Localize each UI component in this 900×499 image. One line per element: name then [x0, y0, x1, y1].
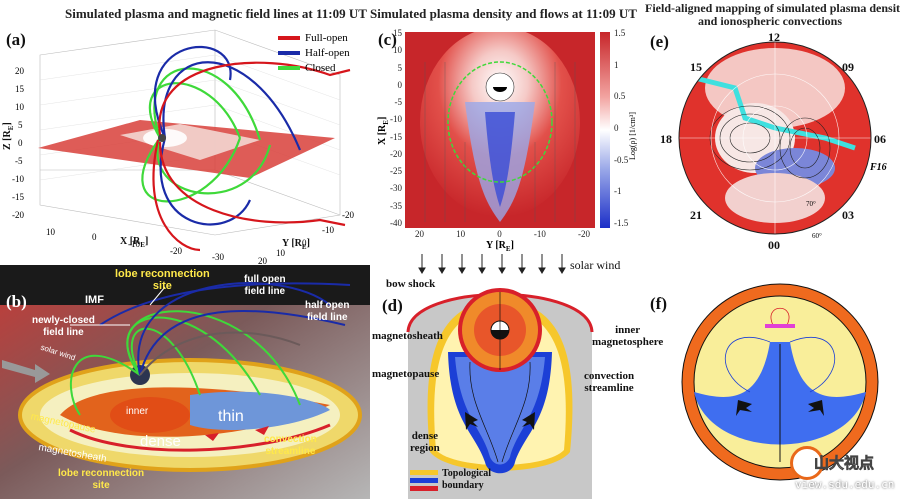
- eye-logo-icon: [790, 446, 824, 480]
- panel-e-label: (e): [650, 32, 669, 51]
- magnetosheath-label-d: magnetosheath: [372, 330, 443, 342]
- lat-70-label: 70°: [806, 200, 816, 208]
- hour-21: 21: [690, 208, 702, 222]
- panel-c-density-map: [405, 32, 595, 228]
- panel-b-label: (b): [6, 292, 27, 311]
- y-tick: 20: [258, 256, 268, 265]
- panel-a-legend: Full-open Half-open Closed: [278, 32, 350, 74]
- x-tick: -30: [212, 252, 224, 262]
- z-tick: -15: [12, 192, 24, 202]
- panel-a-z-label: Z [RE]: [2, 122, 15, 150]
- lat-60-label: 60°: [812, 232, 822, 240]
- panel-b-illustration: [0, 265, 370, 499]
- y-tick: 0: [302, 238, 307, 248]
- legend-closed: Closed: [278, 62, 350, 74]
- legend-boundary: boundary: [442, 480, 484, 491]
- hour-12: 12: [768, 30, 780, 44]
- panel-f-schematic: [681, 283, 879, 481]
- panel-d-label: (d): [382, 296, 403, 315]
- watermark-brand: 山大视点: [814, 454, 875, 473]
- convection-label-b: convection streamline: [264, 434, 317, 457]
- legend-topological: Topological: [442, 468, 492, 479]
- y-tick: 10: [276, 248, 286, 258]
- z-tick: -20: [12, 210, 24, 220]
- panel-e-title: Field-aligned mapping of simulated plasm…: [645, 1, 900, 28]
- panel-d-schematic: [406, 254, 594, 499]
- convection-streamline-label-d: convection streamline: [584, 370, 635, 394]
- z-tick: -10: [12, 174, 24, 184]
- thin-label: thin: [218, 408, 244, 425]
- z-tick: 10: [15, 102, 25, 112]
- inner-magnetosphere-label: inner magnetosphere: [592, 324, 664, 348]
- solar-wind-label-d: solar wind: [570, 258, 621, 272]
- hour-15: 15: [690, 60, 702, 74]
- newly-closed-label: newly-closed field line: [32, 315, 95, 338]
- f16-label: F16: [870, 162, 887, 173]
- z-tick: 20: [15, 66, 25, 76]
- hour-18: 18: [660, 132, 672, 146]
- x-tick: -10: [128, 239, 140, 249]
- legend-full-open: Full-open: [278, 32, 350, 44]
- bow-shock-label: bow shock: [386, 278, 436, 290]
- magnetopause-label-d: magnetopause: [372, 368, 440, 380]
- hour-09: 09: [842, 60, 854, 74]
- full-open-label: full open field line: [244, 274, 286, 297]
- colorbar-label: Log(ρ) [1/cm³]: [628, 112, 637, 160]
- panel-f-label: (f): [650, 294, 667, 313]
- panel-c-y-label: Y [RE]: [486, 240, 514, 253]
- panel-c-x-label: X [RE]: [377, 116, 390, 145]
- panel-c-title: Simulated plasma density and flows at 11…: [370, 6, 637, 21]
- z-tick: 0: [18, 138, 23, 148]
- inner-label: inner: [126, 406, 149, 417]
- dense-region-label: dense region: [410, 430, 440, 454]
- colorbar: [600, 32, 610, 228]
- lobe-reconnection-top: lobe reconnection site: [115, 268, 210, 292]
- panel-a-y-label: Y [RE]: [282, 238, 310, 251]
- hour-06: 06: [874, 132, 886, 146]
- panel-e-polar-map: [678, 41, 872, 235]
- x-tick: 10: [46, 227, 56, 237]
- dense-label: dense: [140, 433, 181, 450]
- panel-a-x-label: X [RE]: [120, 236, 149, 249]
- hour-00: 00: [768, 238, 780, 252]
- z-tick: 15: [15, 84, 25, 94]
- panel-c-label: (c): [378, 30, 397, 49]
- lobe-reconnection-bottom: lobe reconnection site: [58, 468, 145, 491]
- half-open-label: half open field line: [305, 300, 350, 323]
- watermark-url: view.sdu.edu.cn: [795, 478, 895, 491]
- hour-03: 03: [842, 208, 854, 222]
- panel-a-plot: 20 15 10 5 0 -5 -10 -15 -20 10 0 -10 -20…: [12, 29, 354, 265]
- imf-label: IMF: [85, 294, 104, 306]
- x-tick: 0: [92, 232, 97, 242]
- z-tick: -5: [15, 156, 23, 166]
- y-tick: -10: [322, 225, 334, 235]
- x-tick: -20: [170, 246, 182, 256]
- z-tick: 5: [18, 120, 23, 130]
- panel-a-title: Simulated plasma and magnetic field line…: [65, 6, 367, 21]
- panel-a-label: (a): [6, 30, 26, 49]
- y-tick: -20: [342, 210, 354, 220]
- legend-half-open: Half-open: [278, 47, 350, 59]
